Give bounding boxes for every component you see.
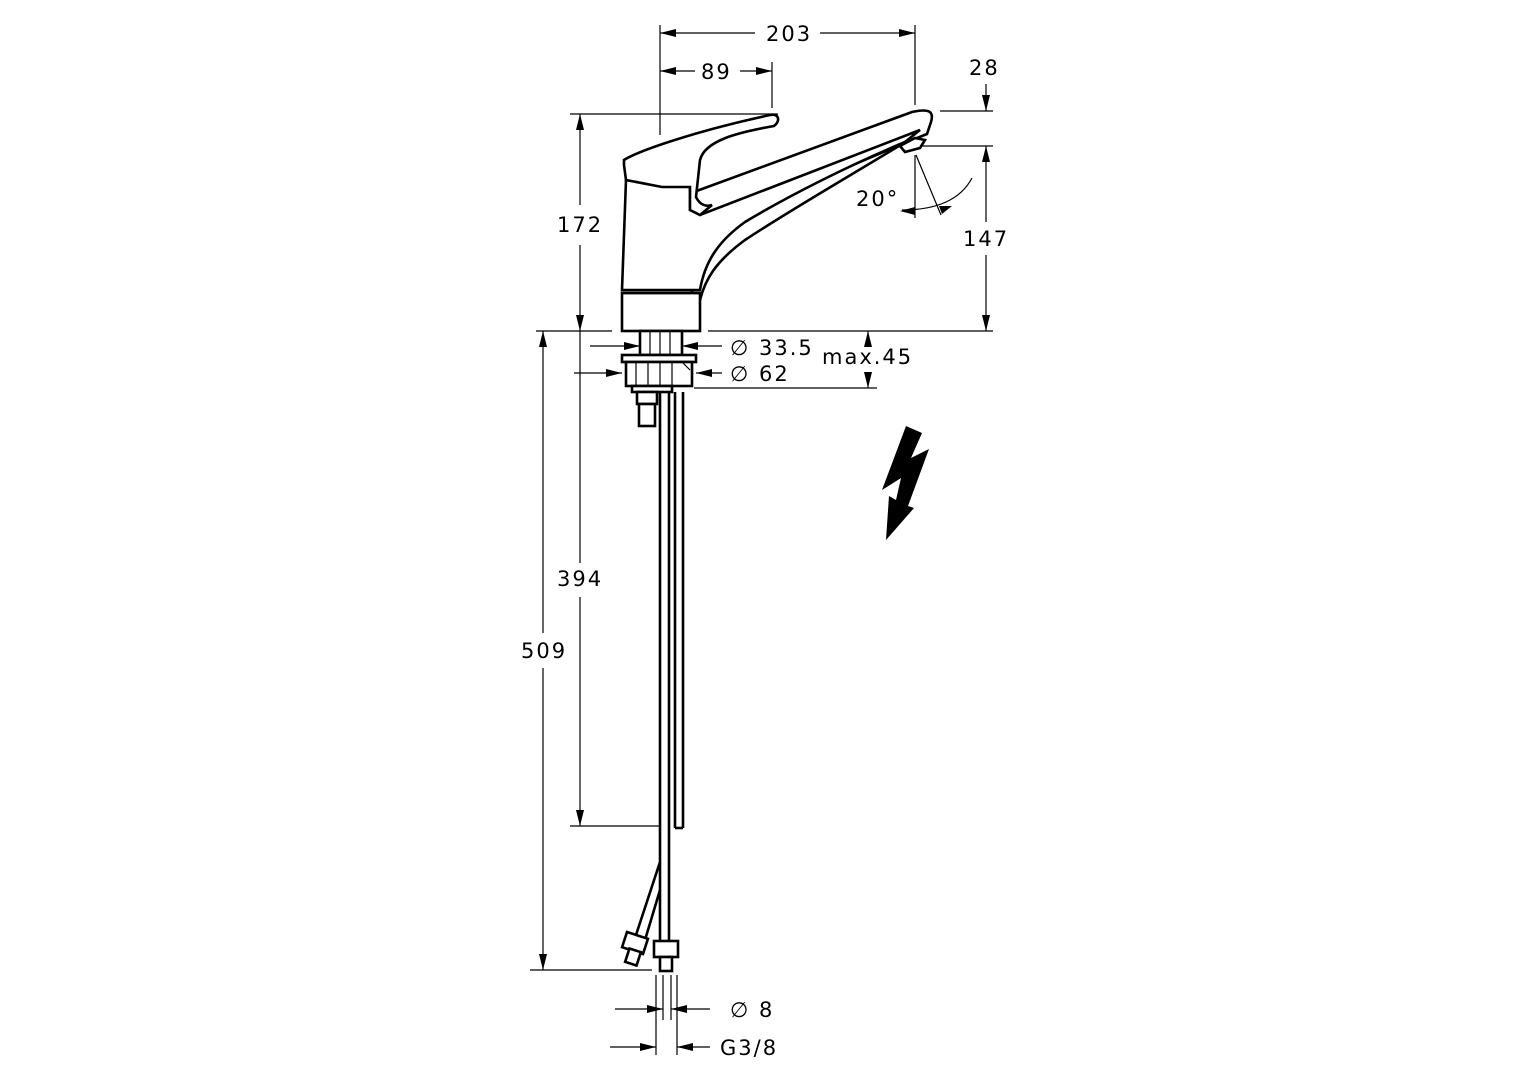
dim-overall-reach: 203	[766, 22, 812, 46]
dim-lever-reach: 89	[701, 60, 732, 84]
mounting-hardware	[620, 329, 698, 428]
dim-outlet-height: 147	[963, 227, 1009, 251]
dimension-lines	[530, 25, 993, 1055]
dim-base-diameter: ∅ 62	[730, 362, 790, 386]
lightning-bolt-icon	[882, 426, 929, 540]
dim-hose-length: 509	[521, 639, 567, 663]
dim-swivel-angle: 20°	[856, 187, 899, 211]
dim-connection-thread: G3/8	[720, 1036, 778, 1060]
dim-mount-diameter: ∅ 33.5	[730, 336, 814, 360]
dim-shank-length: 394	[557, 567, 603, 591]
supply-hoses	[620, 392, 685, 973]
dim-outlet-offset: 28	[969, 56, 1000, 80]
dim-hose-diameter: ∅ 8	[730, 998, 774, 1022]
dim-max-deck: max.45	[822, 345, 913, 369]
dim-overall-height: 172	[557, 213, 603, 237]
faucet-body	[620, 109, 934, 333]
